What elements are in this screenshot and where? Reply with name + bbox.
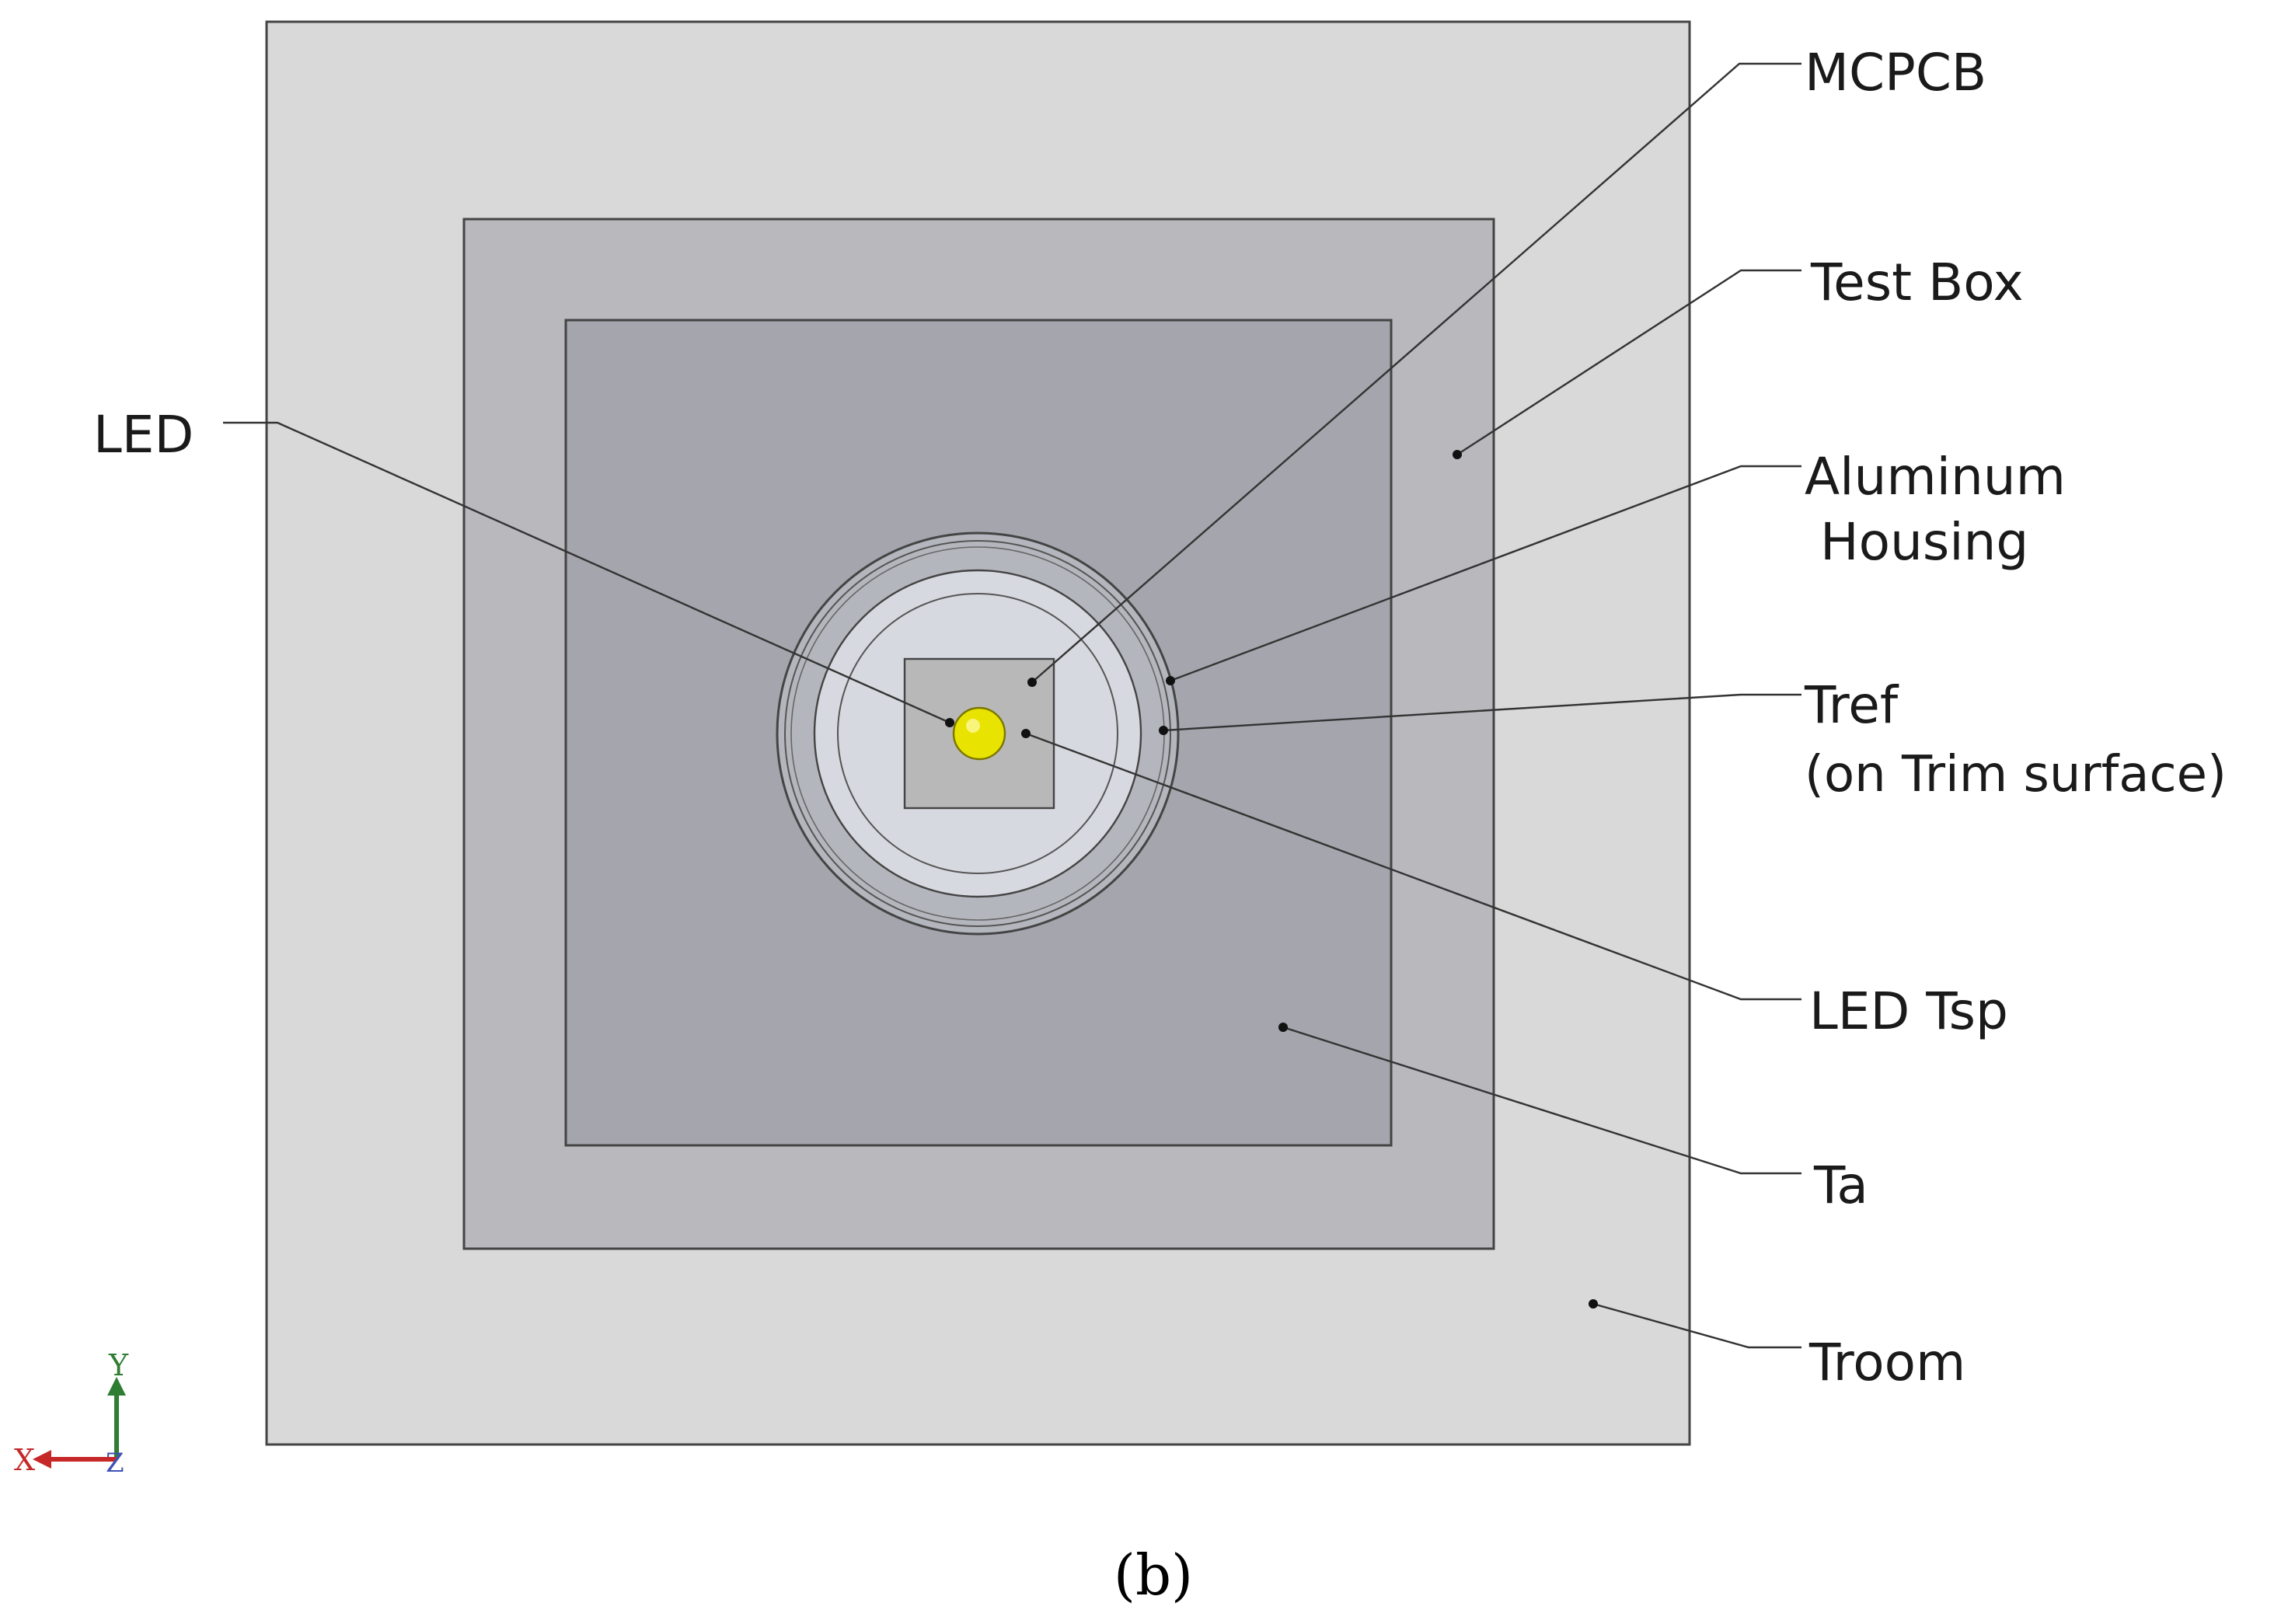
trim-inner-ring-line	[837, 593, 1118, 874]
label-troom: Troom	[1808, 1333, 1965, 1392]
coordinate-triad: Y X Z	[14, 1348, 129, 1479]
probe-tref	[1159, 726, 1168, 735]
leader-ta	[1282, 1026, 1801, 1175]
callout-labels: MCPCB Test Box Aluminum Housing Tref (on…	[93, 43, 2227, 1392]
figure-caption: (b)	[1114, 1542, 1193, 1608]
probe-mcpcb	[1027, 678, 1037, 687]
probe-troom	[1589, 1299, 1598, 1309]
leader-aluminum-housing	[1170, 465, 1801, 682]
label-mcpcb: MCPCB	[1805, 43, 1986, 103]
label-tref-line1: Tref	[1804, 675, 1899, 735]
axis-z-label: Z	[106, 1448, 124, 1479]
probe-led	[945, 718, 954, 727]
label-led: LED	[93, 405, 194, 465]
leader-led-tsp	[1025, 732, 1801, 1001]
trim-ring-line	[784, 540, 1171, 927]
leader-tref	[1163, 693, 1801, 732]
leader-troom	[1592, 1302, 1801, 1349]
led-dome	[952, 706, 1006, 761]
label-ta: Ta	[1813, 1155, 1868, 1215]
label-led-tsp: LED Tsp	[1809, 981, 2008, 1041]
label-test-box: Test Box	[1810, 253, 2024, 312]
label-tref-line2: (on Trim surface)	[1805, 746, 2227, 803]
led-highlight	[966, 719, 980, 733]
leader-test-box	[1456, 269, 1801, 456]
label-aluminum-housing-line1: Aluminum	[1805, 447, 2066, 507]
probe-led-tsp	[1021, 729, 1031, 738]
probe-points	[945, 450, 1598, 1309]
axis-y-label: Y	[108, 1348, 129, 1382]
leader-lines	[223, 62, 1801, 1349]
label-aluminum-housing-line2: Housing	[1820, 512, 2028, 572]
axis-x-arrowhead-icon	[33, 1450, 51, 1469]
leader-led	[223, 421, 950, 724]
probe-aluminum-housing	[1166, 676, 1175, 685]
axis-y-arrowhead-icon	[107, 1377, 126, 1396]
leader-mcpcb	[1031, 62, 1801, 683]
probe-ta	[1278, 1023, 1288, 1032]
axis-x-label: X	[14, 1443, 35, 1477]
probe-test-box	[1453, 450, 1462, 459]
